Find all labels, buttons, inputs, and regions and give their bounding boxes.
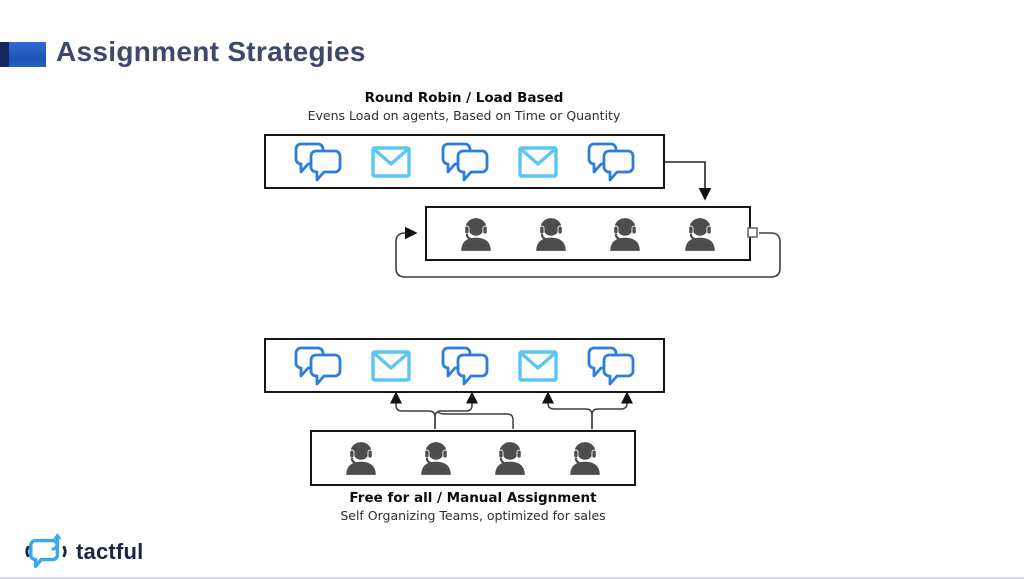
bottom-diagram-caption: Free for all / Manual Assignment Self Or…: [223, 490, 723, 523]
accent-bar-dark-segment: [0, 42, 9, 67]
manual-connector-4: [542, 391, 593, 429]
bottom-divider: [0, 577, 1024, 579]
agent-icon: [566, 439, 604, 477]
manual-connector-1: [390, 391, 436, 429]
bottom-diagram-heading: Free for all / Manual Assignment: [349, 490, 597, 506]
bottom-agents-box: [310, 430, 636, 486]
agent-icon: [491, 439, 529, 477]
agent-icon: [342, 439, 380, 477]
top-channels-box: [264, 134, 665, 189]
accent-bar-blue-segment: [9, 42, 46, 67]
top-diagram-subheading: Evens Load on agents, Based on Time or Q…: [307, 108, 621, 123]
manual-connector-5: [591, 391, 633, 429]
agent-icon: [532, 215, 570, 253]
top-diagram-heading: Round Robin / Load Based: [364, 90, 564, 106]
agent-icon: [606, 215, 644, 253]
top-agents-box: [425, 206, 751, 261]
bottom-diagram-subheading: Self Organizing Teams, optimized for sal…: [340, 508, 606, 523]
bottom-channels-box: [264, 338, 665, 393]
email-icon: [371, 145, 411, 178]
agent-icon: [417, 439, 455, 477]
chat-icon: [292, 140, 344, 184]
chat-icon: [292, 344, 344, 388]
manual-connector-2: [434, 391, 478, 429]
email-icon: [371, 349, 411, 382]
email-icon: [518, 349, 558, 382]
chat-icon: [439, 344, 491, 388]
brand-name: tactful: [76, 539, 144, 564]
footer-brand: tactful: [24, 533, 143, 571]
manual-connector-3: [437, 411, 514, 429]
brand-logo-icon: [24, 533, 68, 571]
chat-icon: [439, 140, 491, 184]
top-feed-connector: [664, 161, 712, 201]
title-accent-bar: [0, 42, 46, 67]
chat-icon: [585, 140, 637, 184]
agent-icon: [681, 215, 719, 253]
chat-icon: [585, 344, 637, 388]
email-icon: [518, 145, 558, 178]
agent-icon: [457, 215, 495, 253]
page-title: Assignment Strategies: [56, 36, 366, 67]
top-diagram-caption: Round Robin / Load Based Evens Load on a…: [214, 90, 714, 123]
